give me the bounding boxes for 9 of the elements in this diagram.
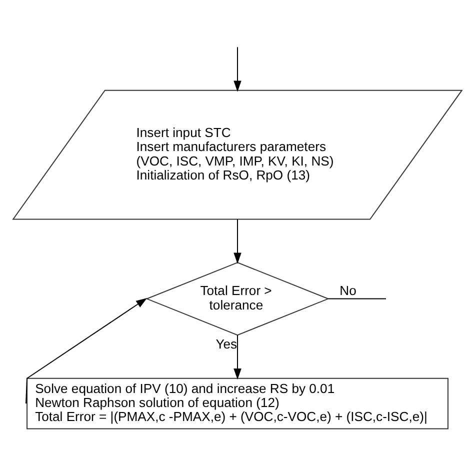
arrow (233, 46, 241, 92)
arrow (233, 218, 241, 264)
edge-label: No (339, 282, 356, 298)
node-diamond: Total Error > tolerance (145, 262, 329, 336)
node-box: Solve equation of IPV (10) and increase RS by 0.01 Newton Raphson solution of equation (12) Total Error = |(PMAX,c -PMAX,e) + (VOC,c-VOC,e) + (ISC,c-ISC,e)| (26, 377, 448, 429)
connector (328, 298, 386, 299)
arrow (233, 334, 241, 380)
edge-label: Yes (215, 336, 237, 351)
arrow (25, 297, 147, 404)
